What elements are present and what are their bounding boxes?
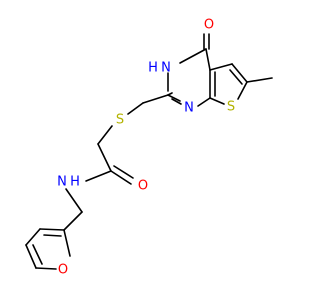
- molecule-diagram: O H N N S S O N H O: [25, 18, 273, 278]
- bond-ch2-s: [127, 102, 144, 115]
- atom-oxygen-amide: O: [138, 179, 148, 194]
- atom-sulfur-linker: S: [116, 113, 124, 128]
- bond-furan-c4-c3: [25, 228, 41, 246]
- bond-c6-methyl: [246, 77, 273, 83]
- bond-furan-c2-o: [63, 229, 71, 257]
- bond-c6-s: [237, 81, 248, 100]
- bond-c4a-c4: [205, 48, 211, 71]
- bond-furan-o-c5: [35, 267, 57, 270]
- bond-c2-ch2: [142, 94, 169, 104]
- bond-c2-n1: [167, 94, 181, 102]
- atom-nitrogen-ring-nh: N: [161, 61, 171, 76]
- bond-c4a-c5: [209, 63, 233, 71]
- bond-furan-c5-c4-double: [32, 244, 43, 265]
- bond-ch2-furan: [63, 211, 83, 231]
- bond-s-ch2: [97, 125, 113, 145]
- molecule-structure-svg: O H N N S S O N H O: [25, 18, 273, 278]
- atom-hydrogen-amide: H: [70, 175, 80, 190]
- atom-nitrogen-ring: N: [184, 101, 194, 116]
- bond-c5-c6: [231, 63, 248, 83]
- bond-n-ch2: [65, 188, 83, 213]
- bond-furan-c3-c2-double: [43, 234, 62, 237]
- atom-oxygen-keto: O: [204, 18, 214, 33]
- bond-layer: [25, 33, 273, 270]
- bond-c-n-amide: [85, 170, 112, 182]
- bond-ch2-c-amide: [97, 143, 112, 172]
- bond-furan-c5-c4: [25, 244, 37, 269]
- bond-c-o-amide-double: [113, 165, 134, 179]
- bond-c-o-amide: [110, 170, 132, 185]
- bond-furan-c3-c2: [39, 228, 65, 231]
- atom-oxygen-furan: O: [58, 263, 68, 278]
- bond-n1-c7a: [197, 97, 211, 107]
- bond-c4-n3: [179, 48, 207, 64]
- atom-label-layer: O H N N S S O N H O: [57, 18, 235, 278]
- atom-nitrogen-amide: N: [57, 175, 67, 190]
- bond-c5-c6-double: [229, 69, 243, 85]
- bond-s-c7a: [209, 97, 225, 105]
- bond-c2-n1-double: [171, 98, 182, 105]
- atom-sulfur-thiophene: S: [227, 100, 235, 115]
- atom-hydrogen-ring-nh: H: [148, 61, 158, 76]
